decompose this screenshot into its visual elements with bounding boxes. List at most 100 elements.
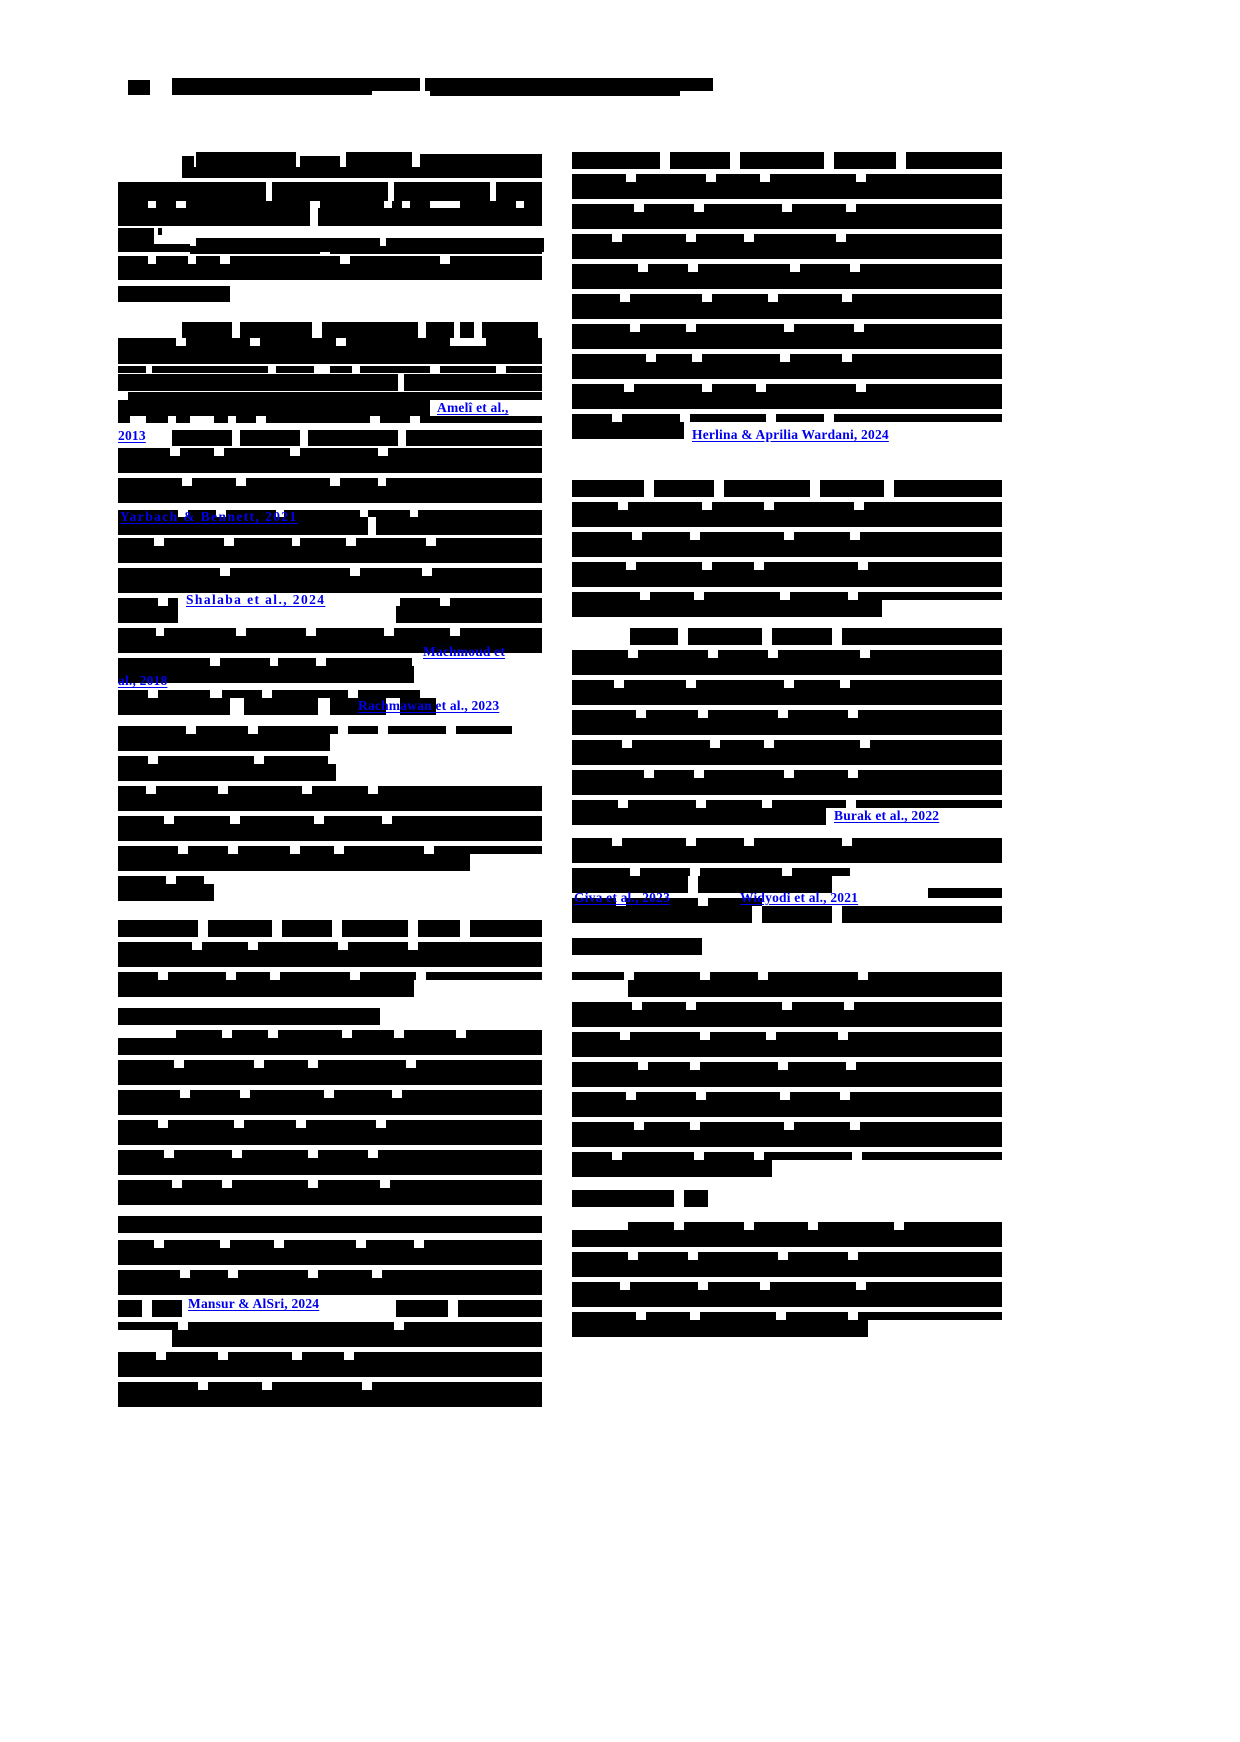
redacted-body-text xyxy=(246,628,306,636)
redacted-body-text xyxy=(648,264,688,272)
redacted-body-text xyxy=(174,816,230,824)
redacted-body-text xyxy=(404,374,542,391)
redacted-body-text xyxy=(572,1122,634,1130)
redacted-body-text xyxy=(118,228,154,244)
redacted-body-text xyxy=(208,1382,262,1390)
redacted-body-text xyxy=(230,568,350,576)
redacted-body-text xyxy=(572,718,1002,735)
redacted-body-text xyxy=(118,517,368,535)
redacted-body-text xyxy=(572,562,626,570)
redacted-body-text xyxy=(696,680,784,688)
redacted-body-text xyxy=(118,794,542,811)
citation-link-yarbach-bennett-2021[interactable]: Yarbach & Bennett, 2021 xyxy=(120,509,298,524)
redacted-body-text xyxy=(344,846,424,854)
redacted-body-text xyxy=(774,740,860,748)
redacted-body-text xyxy=(188,846,228,854)
redacted-body-text xyxy=(848,1032,1002,1040)
citation-link-ameli-2013-part2[interactable]: 2013 xyxy=(118,428,146,443)
redacted-body-text xyxy=(420,154,542,167)
citation-link-burak-2022[interactable]: Burak et al., 2022 xyxy=(834,808,940,823)
citation-link-machmoud-2018-part1[interactable]: Machmoud et xyxy=(423,644,506,659)
redacted-body-text xyxy=(158,228,162,235)
redacted-body-text xyxy=(460,322,474,338)
citation-link-widyodi-2021[interactable]: Widyodi et al., 2021 xyxy=(740,890,859,905)
redacted-body-text xyxy=(280,972,350,980)
redacted-body-text xyxy=(632,740,710,748)
redacted-body-text xyxy=(320,201,384,208)
redacted-body-text xyxy=(572,1260,1002,1277)
redacted-body-text xyxy=(266,416,370,423)
redacted-body-text xyxy=(834,152,896,169)
redacted-body-text xyxy=(772,628,832,645)
redacted-body-text xyxy=(118,478,182,486)
redacted-body-text xyxy=(272,182,388,201)
redacted-body-text xyxy=(186,338,250,346)
citation-link-giva-2023[interactable]: Giva et al., 2023 xyxy=(574,890,671,905)
redacted-body-text xyxy=(166,1352,218,1360)
citation-link-herlina-wardani-2024[interactable]: Herlina & Aprilia Wardani, 2024 xyxy=(692,427,889,442)
redacted-body-text xyxy=(118,182,266,201)
redacted-body-text xyxy=(524,201,542,208)
redacted-body-text xyxy=(852,354,1002,362)
redacted-body-text xyxy=(118,256,148,264)
redacted-body-text xyxy=(572,480,644,497)
redacted-body-text xyxy=(386,478,542,486)
redacted-body-text xyxy=(572,234,612,242)
redacted-body-text xyxy=(156,201,176,208)
redacted-body-text xyxy=(572,1002,632,1010)
redacted-body-text xyxy=(206,286,210,292)
redacted-body-text xyxy=(118,1382,198,1390)
redacted-body-text xyxy=(118,546,542,563)
redacted-body-text xyxy=(460,628,542,636)
redacted-body-text xyxy=(396,1300,448,1317)
redacted-body-text xyxy=(306,1120,376,1128)
redacted-body-text xyxy=(386,1120,542,1128)
redacted-body-text xyxy=(786,1312,848,1320)
redacted-body-text xyxy=(870,740,1002,748)
redacted-body-text xyxy=(654,480,714,497)
redacted-body-text xyxy=(622,1152,694,1160)
redacted-body-text xyxy=(790,354,842,362)
redacted-body-text xyxy=(312,786,368,794)
redacted-body-text xyxy=(624,680,686,688)
redacted-body-text xyxy=(418,510,542,517)
redacted-body-text xyxy=(778,650,860,658)
redacted-body-text xyxy=(118,1038,542,1055)
redacted-body-text xyxy=(322,322,418,338)
redacted-body-text xyxy=(402,1090,542,1098)
redacted-body-text xyxy=(572,808,826,825)
redacted-body-text xyxy=(708,1282,760,1290)
redacted-body-text xyxy=(858,770,1002,778)
redacted-body-text xyxy=(376,517,542,535)
redacted-body-text xyxy=(724,480,810,497)
redacted-body-text xyxy=(118,1360,542,1377)
citation-link-machmoud-2018-part2[interactable]: al., 2018 xyxy=(118,673,168,688)
redacted-body-text xyxy=(118,786,146,794)
citation-link-ameli-2013-part1[interactable]: Amelî et al., xyxy=(437,400,509,415)
redacted-body-text xyxy=(572,570,1002,587)
redacted-body-text xyxy=(368,510,410,517)
citation-link-rachmawan-2023[interactable]: Rachmawan et al., 2023 xyxy=(358,698,500,713)
redacted-body-text xyxy=(410,201,430,208)
redacted-body-text xyxy=(818,1222,894,1230)
citation-link-mansur-alsri-2024[interactable]: Mansur & AlSri, 2024 xyxy=(188,1296,320,1311)
redacted-body-text xyxy=(440,366,496,373)
redacted-body-text xyxy=(572,748,1002,765)
redacted-body-text xyxy=(348,726,378,734)
redacted-body-text xyxy=(852,838,1002,846)
redacted-body-text xyxy=(790,1092,840,1100)
redacted-body-text xyxy=(158,690,210,698)
redacted-body-text xyxy=(572,174,626,182)
redacted-body-text xyxy=(622,838,686,846)
redacted-body-text xyxy=(572,778,1002,795)
redacted-body-text xyxy=(118,1060,174,1068)
redacted-body-text xyxy=(202,942,248,950)
redacted-body-text xyxy=(118,576,542,593)
redacted-body-text xyxy=(628,800,696,808)
citation-link-shalaba-2024[interactable]: Shalaba et al., 2024 xyxy=(186,592,326,607)
redacted-body-text xyxy=(706,1092,780,1100)
redacted-body-text xyxy=(318,208,542,226)
redacted-body-text xyxy=(330,366,352,373)
redacted-body-text xyxy=(864,324,1002,332)
redacted-body-text xyxy=(458,1300,542,1317)
